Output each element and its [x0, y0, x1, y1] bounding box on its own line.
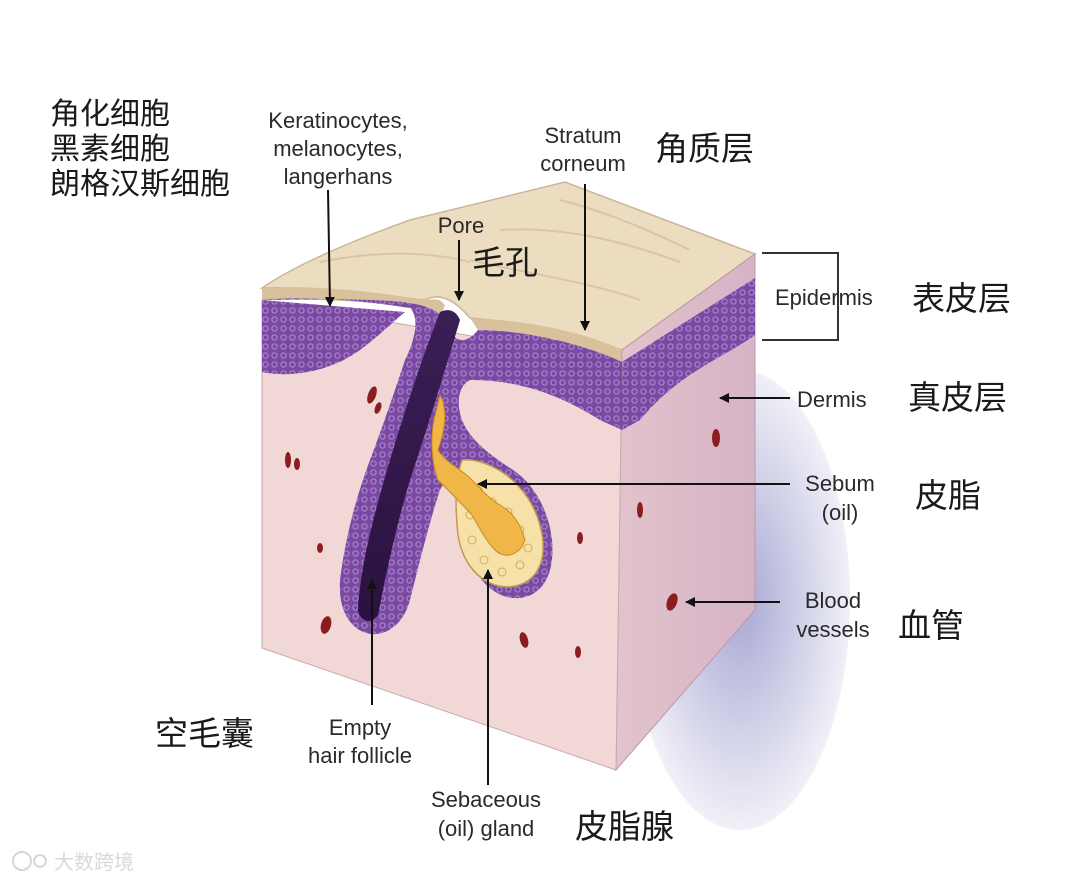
blood-vessels	[285, 386, 720, 658]
label-cells-en-1: Keratinocytes,	[268, 108, 407, 133]
label-blood-zh: 血管	[898, 606, 964, 645]
label-sebum-en-2: (oil)	[822, 500, 859, 525]
pointer-arrows	[324, 184, 790, 785]
label-cells-zh-3: 朗格汉斯细胞	[50, 167, 230, 202]
surface-edge	[262, 287, 622, 362]
label-follicle-en-2: hair follicle	[308, 743, 412, 768]
label-sebum-en-1: Sebum	[805, 471, 875, 496]
label-cells-en-2: melanocytes,	[273, 136, 403, 161]
label-stratum-en-1: Stratum	[544, 123, 621, 148]
sebum	[431, 393, 526, 556]
label-blood-en-2: vessels	[796, 617, 869, 642]
hair-follicle-canal	[358, 310, 460, 622]
watermark: 大数跨境	[12, 850, 134, 874]
label-epidermis-en: Epidermis	[775, 285, 873, 310]
label-gland-en-1: Sebaceous	[431, 787, 541, 812]
label-stratum-en-2: corneum	[540, 151, 626, 176]
surface-texture	[319, 199, 691, 301]
label-dermis-en: Dermis	[797, 387, 867, 412]
label-pore-en: Pore	[438, 213, 484, 238]
label-cells-zh-1: 角化细胞	[50, 97, 170, 132]
label-dermis-zh: 真皮层	[908, 378, 1007, 417]
label-gland-en-2: (oil) gland	[438, 816, 535, 841]
label-epidermis-zh: 表皮层	[912, 279, 1011, 318]
label-cells-en-3: langerhans	[284, 164, 393, 189]
label-gland-zh: 皮脂腺	[575, 807, 674, 846]
label-sebum-zh: 皮脂	[915, 476, 981, 515]
label-stratum-zh: 角质层	[655, 129, 754, 168]
right-face-epidermis	[622, 278, 755, 430]
label-blood-en-1: Blood	[805, 588, 861, 613]
label-follicle-en-1: Empty	[329, 715, 391, 740]
watermark-logo-icon	[12, 851, 32, 871]
label-cells-zh-2: 黑素细胞	[50, 132, 170, 167]
epidermis-left-edge	[262, 300, 405, 375]
watermark-text: 大数跨境	[54, 850, 134, 874]
label-follicle-zh: 空毛囊	[155, 714, 254, 753]
epidermis-bracket	[762, 252, 839, 341]
label-pore-zh: 毛孔	[472, 243, 538, 282]
